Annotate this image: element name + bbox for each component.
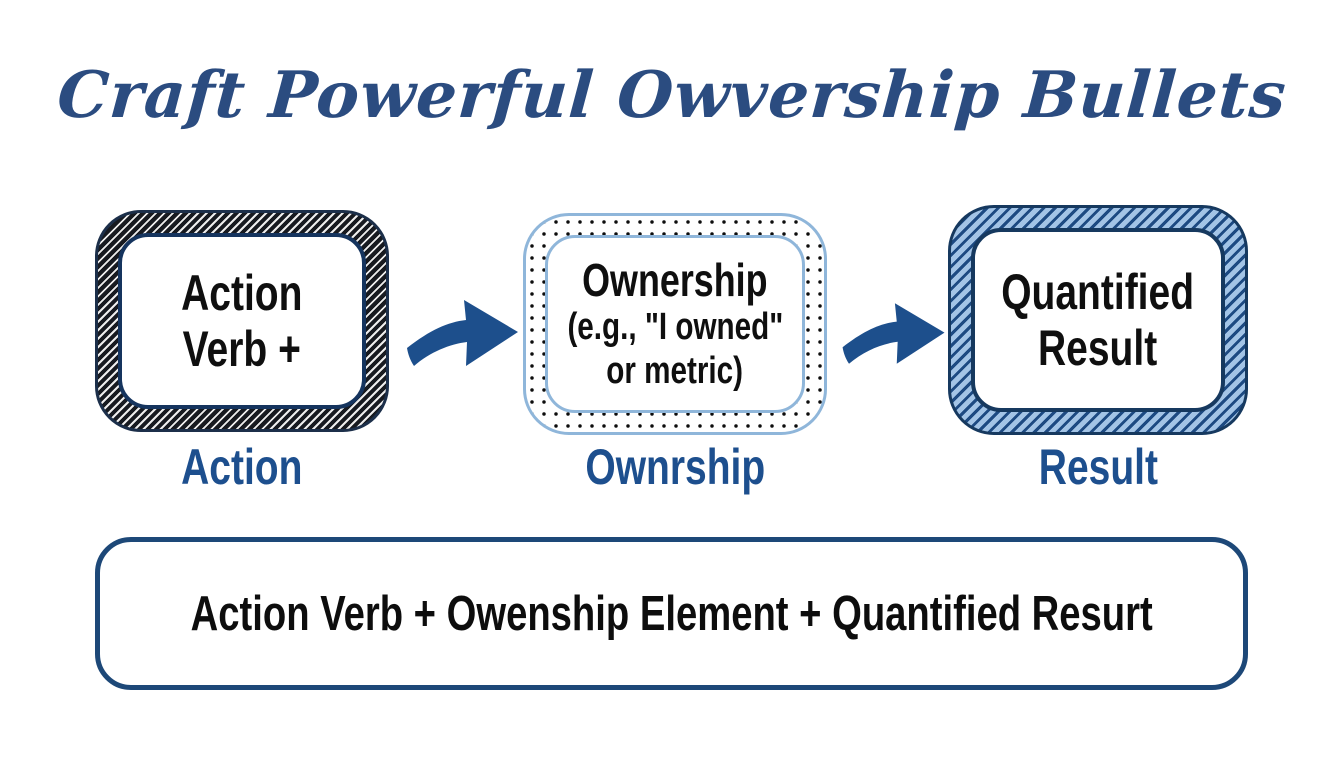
quantified-result-line2: Result [1038, 320, 1158, 376]
quantified-result-box: Quantified Result [948, 205, 1248, 435]
action-verb-line2: Verb + [182, 321, 302, 377]
caption-ownership: Ownrship [523, 438, 827, 496]
quantified-result-line1: Quantified [1001, 264, 1195, 320]
ownership-subtitle-line1: (e.g., "I owned" [567, 306, 783, 349]
page-title: Craft Powerful Owvership Bullets [55, 58, 1289, 133]
ownership-title: Ownership [582, 253, 768, 306]
caption-action-label: Action [181, 439, 303, 495]
formula-box: Action Verb + Owenship Element + Quantif… [95, 537, 1248, 690]
ownership-subtitle-line2: or metric) [606, 349, 744, 392]
action-verb-box: Action Verb + [95, 210, 389, 432]
ownership-box-inner: Ownership (e.g., "I owned" or metric) [545, 235, 805, 413]
quantified-result-box-text: Quantified Result [1002, 264, 1195, 376]
action-verb-box-inner: Action Verb + [118, 233, 366, 409]
caption-result: Result [948, 438, 1248, 496]
flow-arrow-shape [842, 303, 945, 364]
ownership-box: Ownership (e.g., "I owned" or metric) [523, 213, 827, 435]
caption-result-label: Result [1038, 439, 1158, 495]
flow-arrow-icon [842, 303, 945, 364]
action-verb-line1: Action [181, 265, 303, 321]
quantified-result-box-inner: Quantified Result [971, 228, 1225, 412]
caption-ownership-label: Ownrship [585, 439, 765, 495]
formula-text: Action Verb + Owenship Element + Quantif… [190, 586, 1153, 641]
flow-arrow-shape [407, 300, 518, 366]
flow-arrow-icon [407, 300, 518, 366]
action-verb-box-text: Action Verb + [181, 265, 302, 377]
caption-action: Action [95, 438, 389, 496]
